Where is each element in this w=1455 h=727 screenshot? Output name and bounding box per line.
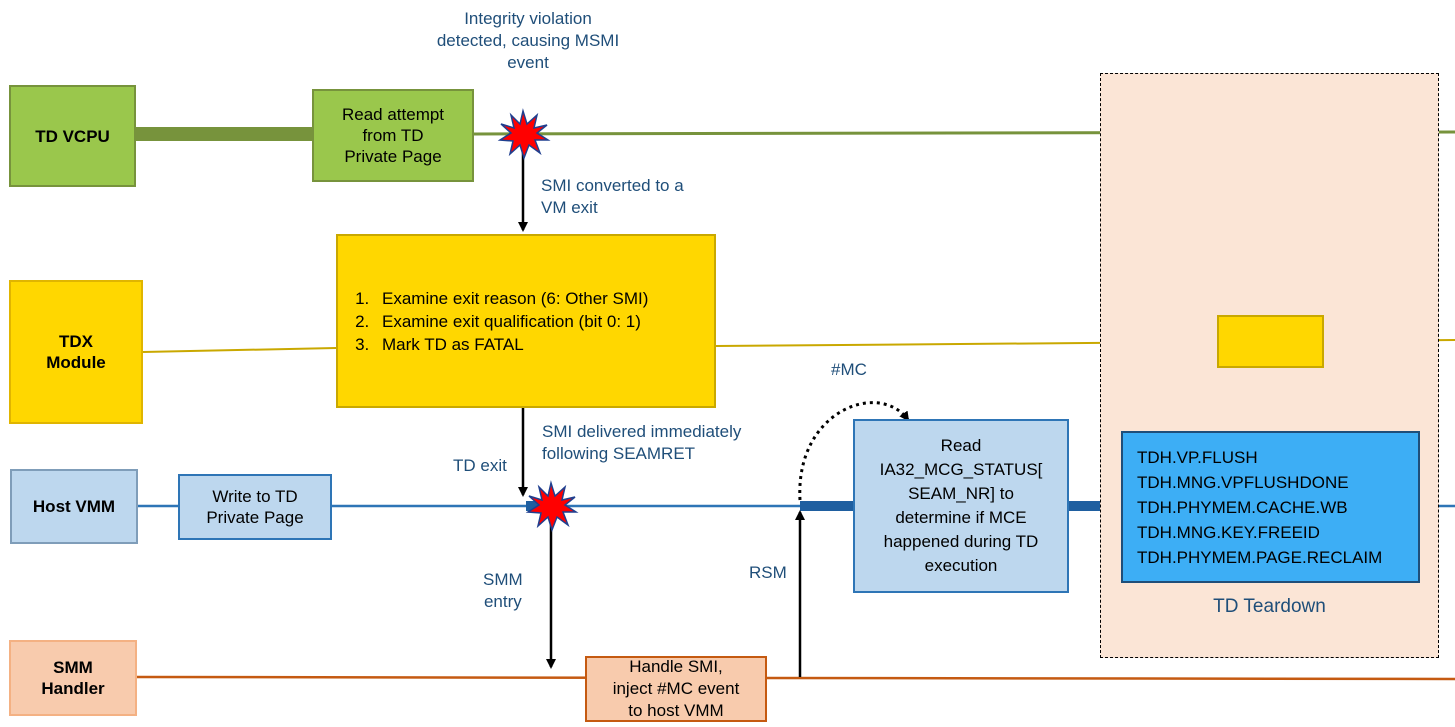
lane-tdx-module: TDX Module: [9, 280, 143, 424]
tdx-teardown-box: [1217, 315, 1324, 368]
integrity-violation-line2: detected, causing MSMI: [436, 31, 620, 50]
annotation-smi-converted: SMI converted to a VM exit: [541, 175, 684, 219]
read-attempt-box: Read attempt from TD Private Page: [312, 89, 474, 182]
integrity-violation-line3: event: [507, 53, 549, 72]
smi-delivered-line2: following SEAMRET: [542, 444, 696, 463]
teardown-cmd-1: TDH.VP.FLUSH: [1137, 447, 1258, 467]
smm-entry-line1: SMM: [483, 570, 523, 589]
tdx-steps-box: Examine exit reason (6: Other SMI) Exami…: [336, 234, 716, 408]
teardown-cmd-5: TDH.PHYMEM.PAGE.RECLAIM: [1137, 547, 1383, 567]
integrity-violation-line1: Integrity violation: [464, 9, 592, 28]
read-attempt-line2: from TD: [362, 126, 424, 145]
teardown-cmd-4: TDH.MNG.KEY.FREEID: [1137, 522, 1320, 542]
lane-td-vcpu: TD VCPU: [9, 85, 136, 187]
read-mcg-line5: happened during TD: [883, 532, 1039, 551]
lane-host-vmm-label: Host VMM: [32, 497, 116, 516]
tdx-steps-list: Examine exit reason (6: Other SMI) Exami…: [338, 287, 648, 356]
write-to-td-line2: Private Page: [206, 508, 304, 527]
annotation-td-exit: TD exit: [453, 456, 507, 475]
td-teardown-label: TD Teardown: [1213, 596, 1326, 617]
lane-smm-handler: SMM Handler: [9, 640, 137, 716]
read-mcg-line4: determine if MCE: [895, 508, 1027, 527]
lane-smm-handler-label-line1: SMM: [53, 658, 93, 677]
write-to-td-box: Write to TD Private Page: [178, 474, 332, 540]
smm-handler-timeline: [136, 675, 1455, 681]
lane-tdx-module-label-line2: Module: [46, 353, 106, 372]
annotation-integrity-violation: Integrity violation detected, causing MS…: [422, 8, 634, 74]
teardown-cmd-3: TDH.PHYMEM.CACHE.WB: [1137, 497, 1348, 517]
read-mcg-line6: execution: [924, 556, 998, 575]
annotation-mc: #MC: [831, 360, 867, 379]
handle-smi-line2: inject #MC event: [612, 679, 740, 698]
read-attempt-line3: Private Page: [344, 147, 442, 166]
tdx-step-3: Mark TD as FATAL: [374, 333, 648, 356]
lane-td-vcpu-label: TD VCPU: [35, 126, 110, 146]
integrity-violation-burst-icon: [497, 108, 551, 161]
lane-smm-handler-label-line2: Handler: [41, 679, 105, 698]
smi-converted-line1: SMI converted to a: [541, 176, 684, 195]
lane-tdx-module-label-line1: TDX: [59, 332, 93, 351]
smi-converted-line2: VM exit: [541, 198, 598, 217]
read-mcg-line3: SEAM_NR] to: [908, 484, 1014, 503]
tdx-step-1: Examine exit reason (6: Other SMI): [374, 287, 648, 310]
read-mcg-box: Read IA32_MCG_STATUS[ SEAM_NR] to determ…: [853, 419, 1069, 593]
tdx-step-2: Examine exit qualification (bit 0: 1): [374, 310, 648, 333]
teardown-commands-box: TDH.VP.FLUSH TDH.MNG.VPFLUSHDONE TDH.PHY…: [1121, 431, 1420, 583]
read-attempt-line1: Read attempt: [341, 105, 445, 124]
smm-entry-line2: entry: [483, 592, 522, 611]
handle-smi-line3: to host VMM: [628, 701, 724, 720]
handle-smi-box: Handle SMI, inject #MC event to host VMM: [585, 656, 767, 722]
handle-smi-line1: Handle SMI,: [629, 657, 723, 676]
annotation-smi-delivered: SMI delivered immediately following SEAM…: [542, 421, 741, 465]
read-mcg-line2: IA32_MCG_STATUS[: [879, 460, 1043, 479]
read-mcg-line1: Read: [940, 436, 982, 455]
tdx-module-timeline-left: [142, 347, 337, 353]
teardown-commands-list: TDH.VP.FLUSH TDH.MNG.VPFLUSHDONE TDH.PHY…: [1123, 445, 1382, 570]
annotation-rsm: RSM: [749, 563, 787, 582]
teardown-cmd-2: TDH.MNG.VPFLUSHDONE: [1137, 472, 1349, 492]
smi-delivered-line1: SMI delivered immediately: [542, 422, 742, 441]
smi-delivered-burst-icon: [525, 480, 579, 533]
write-to-td-line1: Write to TD: [212, 487, 298, 506]
lane-host-vmm: Host VMM: [10, 469, 138, 544]
annotation-smm-entry: SMM entry: [483, 569, 523, 613]
